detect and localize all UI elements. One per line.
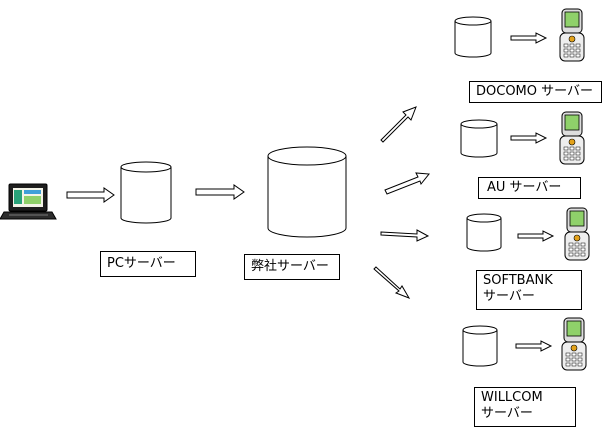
arrow-to-docomo-icon — [380, 106, 417, 143]
willcom-server-text-1: WILLCOM — [481, 390, 543, 405]
au-phone-icon — [559, 111, 585, 165]
willcom-server-text-2: サーバー — [481, 406, 533, 421]
arrow-to-willcom-icon — [373, 266, 411, 299]
pc-server-database-icon — [120, 161, 172, 224]
pc-server-text: PCサーバー — [107, 256, 176, 271]
softbank-database-icon — [466, 213, 502, 252]
arrow-icon — [517, 230, 555, 242]
au-server-text: AU サーバー — [487, 180, 562, 195]
arrow-icon — [195, 184, 245, 200]
arrow-icon — [510, 132, 548, 144]
arrow-icon — [66, 187, 115, 203]
au-server-label: AU サーバー — [478, 177, 581, 199]
arrow-to-au-icon — [384, 172, 430, 195]
laptop-icon — [0, 183, 57, 220]
docomo-server-label: DOCOMO サーバー — [469, 81, 602, 103]
docomo-server-text: DOCOMO サーバー — [476, 84, 594, 99]
company-server-database-icon — [267, 146, 347, 238]
arrow-icon — [510, 32, 548, 44]
softbank-server-label: SOFTBANK サーバー — [476, 270, 582, 310]
docomo-database-icon — [454, 16, 492, 58]
softbank-server-text-1: SOFTBANK — [483, 273, 553, 288]
softbank-server-text-2: サーバー — [483, 289, 535, 304]
docomo-phone-icon — [559, 8, 585, 62]
arrow-to-softbank-icon — [380, 229, 430, 242]
willcom-server-label: WILLCOM サーバー — [474, 387, 576, 427]
company-server-text: 弊社サーバー — [251, 259, 329, 274]
au-database-icon — [460, 119, 498, 158]
pc-server-label: PCサーバー — [100, 251, 196, 277]
willcom-phone-icon — [561, 317, 587, 371]
willcom-database-icon — [462, 325, 498, 367]
softbank-phone-icon — [564, 207, 590, 261]
company-server-label: 弊社サーバー — [244, 254, 340, 280]
arrow-icon — [515, 340, 553, 352]
